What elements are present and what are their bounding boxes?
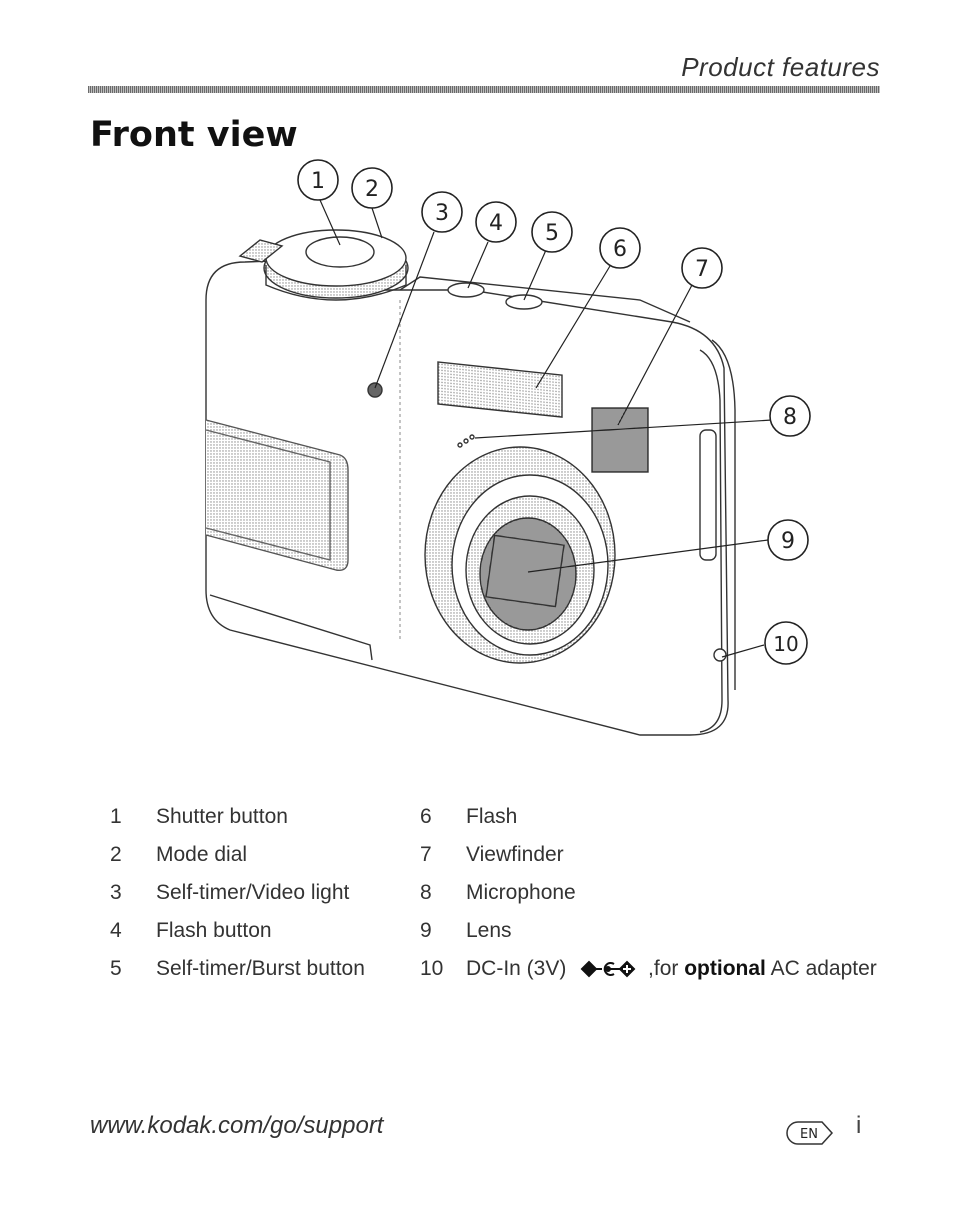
- svg-text:2: 2: [365, 177, 379, 202]
- svg-text:4: 4: [489, 211, 503, 236]
- svg-text:1: 1: [311, 169, 325, 194]
- legend-label: Flash: [466, 805, 518, 828]
- camera-front-diagram: 1 2 3 4 5 6 7 8 9 10: [205, 159, 811, 736]
- header-divider: [88, 86, 880, 93]
- legend-number: 4: [110, 919, 122, 942]
- page-title: Front view: [90, 115, 298, 155]
- legend-label: Lens: [466, 919, 512, 942]
- dc-in-label: DC-In (3V): [466, 957, 567, 980]
- legend-item: 7 Viewfinder: [420, 836, 877, 874]
- callout-6: 6: [599, 227, 641, 269]
- legend-item: 6 Flash: [420, 798, 877, 836]
- legend-number: 8: [420, 881, 432, 904]
- legend-item: 1 Shutter button: [110, 798, 365, 836]
- legend-column-1: 1 Shutter button 2 Mode dial 3 Self-time…: [110, 798, 365, 988]
- support-url: www.kodak.com/go/support: [90, 1112, 384, 1139]
- legend-label: Self-timer/Burst button: [156, 957, 365, 980]
- legend-number: 3: [110, 881, 122, 904]
- leader-line-10: [721, 644, 765, 658]
- legend-number: 7: [420, 843, 432, 866]
- svg-text:3: 3: [435, 201, 449, 226]
- legend-label: Viewfinder: [466, 843, 564, 866]
- dc-in-for: ,for: [648, 957, 685, 980]
- svg-text:8: 8: [783, 405, 797, 430]
- leader-line-1: [319, 199, 341, 246]
- leader-line-8: [474, 419, 773, 439]
- callout-10: 10: [764, 621, 808, 665]
- leader-line-7: [617, 284, 693, 426]
- callout-9: 9: [767, 519, 809, 561]
- legend-item: 9 Lens: [420, 912, 877, 950]
- leader-line-4: [467, 241, 489, 289]
- callout-1: 1: [297, 159, 339, 201]
- svg-text:10: 10: [773, 632, 798, 656]
- language-badge-icon: EN: [786, 1121, 834, 1145]
- svg-text:7: 7: [695, 257, 709, 282]
- dc-in-suffix: AC adapter: [765, 957, 877, 980]
- legend-item: 3 Self-timer/Video light: [110, 874, 365, 912]
- legend-item: 10 DC-In (3V) ,for optional AC adapter: [420, 950, 877, 988]
- legend-label: Shutter button: [156, 805, 288, 828]
- dc-polarity-icon: [580, 961, 636, 978]
- legend-label: Flash button: [156, 919, 272, 942]
- page-number: i: [856, 1112, 862, 1139]
- leader-line-3: [374, 231, 435, 389]
- legend-item: 5 Self-timer/Burst button: [110, 950, 365, 988]
- leader-line-5: [523, 249, 547, 301]
- legend-item: 8 Microphone: [420, 874, 877, 912]
- legend-number: 2: [110, 843, 122, 866]
- legend-item: 2 Mode dial: [110, 836, 365, 874]
- legend-number: 6: [420, 805, 432, 828]
- legend-number: 5: [110, 957, 122, 980]
- legend-number: 1: [110, 805, 122, 828]
- callout-7: 7: [681, 247, 723, 289]
- callout-4: 4: [475, 201, 517, 243]
- svg-text:6: 6: [613, 237, 627, 262]
- legend-label: Mode dial: [156, 843, 248, 866]
- language-badge-text: EN: [800, 1127, 818, 1142]
- legend-number: 10: [420, 957, 444, 980]
- legend-label: Self-timer/Video light: [156, 881, 350, 904]
- callout-8: 8: [769, 395, 811, 437]
- svg-text:9: 9: [781, 529, 795, 554]
- legend-label: DC-In (3V) ,for optional AC adapter: [466, 957, 877, 981]
- leader-line-2: [371, 207, 383, 239]
- leader-line-6: [535, 265, 611, 389]
- legend-number: 9: [420, 919, 432, 942]
- callout-5: 5: [531, 211, 573, 253]
- legend-column-2: 6 Flash 7 Viewfinder 8 Microphone 9 Lens…: [420, 798, 877, 988]
- section-title: Product features: [681, 52, 880, 82]
- callout-2: 2: [351, 167, 393, 209]
- svg-text:5: 5: [545, 221, 559, 246]
- legend-item: 4 Flash button: [110, 912, 365, 950]
- optional-emphasis: optional: [684, 957, 766, 980]
- callout-3: 3: [421, 191, 463, 233]
- legend-label: Microphone: [466, 881, 576, 904]
- leader-line-9: [527, 539, 769, 573]
